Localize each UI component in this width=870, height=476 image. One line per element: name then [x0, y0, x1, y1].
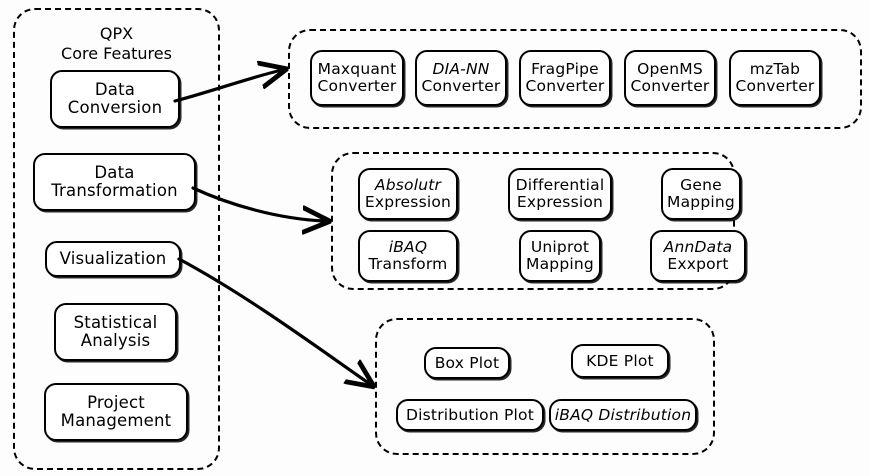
title-line-1: QPX	[99, 24, 134, 43]
node-differential-expression[interactable]: Differential Expression	[508, 168, 612, 220]
node-line-1: AnnData	[663, 237, 733, 256]
node-gene-mapping[interactable]: Gene Mapping	[661, 168, 741, 220]
plots-cluster	[375, 318, 715, 455]
node-line-2: Mapping	[667, 193, 735, 211]
node-line-2: Expression	[364, 193, 452, 211]
node-line-2: Exxport	[667, 255, 729, 273]
node-label: Distribution Plot	[406, 405, 534, 424]
node-line-1: Gene	[680, 175, 722, 194]
node-line-2: Converter	[630, 77, 710, 95]
node-line-1: OpenMS	[637, 59, 703, 78]
title-line-2: Core Features	[61, 44, 172, 64]
node-line-2: Management	[60, 411, 172, 430]
node-data-conversion[interactable]: Data Conversion	[50, 70, 180, 128]
node-data-transformation[interactable]: Data Transformation	[33, 153, 196, 211]
node-mztab-converter[interactable]: mzTab Converter	[729, 50, 821, 106]
node-line-1: Differential	[515, 175, 605, 194]
node-line-1: Data	[94, 79, 136, 99]
node-ibaq-distribution[interactable]: iBAQ Distribution	[549, 399, 697, 431]
node-box-plot[interactable]: Box Plot	[424, 347, 510, 379]
node-line-1: Visualization	[59, 249, 167, 269]
node-label: KDE Plot	[586, 351, 654, 370]
node-line-2: Converter	[525, 77, 605, 95]
node-anndata-exxport[interactable]: AnnData Exxport	[650, 230, 746, 282]
node-line-2: Expression	[516, 193, 604, 211]
node-line-2: Converter	[735, 77, 815, 95]
node-line-2: Transformation	[51, 181, 178, 200]
node-line-1: Statistical	[73, 312, 158, 332]
node-dia-nn-converter[interactable]: DIA-NN Converter	[415, 50, 507, 106]
node-project-management[interactable]: Project Management	[44, 383, 188, 441]
node-line-2: Transform	[368, 255, 448, 273]
node-fragpipe-converter[interactable]: FragPipe Converter	[519, 50, 611, 106]
node-absolutr-expression[interactable]: Absolutr Expression	[358, 168, 458, 220]
node-line-1: DIA-NN	[432, 59, 490, 78]
node-line-2: Conversion	[67, 98, 163, 117]
node-ibaq-transform[interactable]: iBAQ Transform	[358, 230, 458, 282]
node-label: iBAQ Distribution	[554, 405, 692, 424]
node-statistical-analysis[interactable]: Statistical Analysis	[54, 303, 177, 361]
node-line-2: Converter	[421, 77, 501, 95]
node-line-1: mzTab	[749, 59, 801, 78]
node-visualization[interactable]: Visualization	[45, 241, 181, 277]
node-label: Box Plot	[434, 353, 500, 372]
node-line-1: Project	[87, 392, 145, 412]
node-line-2: Analysis	[80, 331, 151, 350]
core-features-cluster	[13, 8, 220, 470]
core-features-title: QPX Core Features	[13, 24, 220, 65]
node-line-2: Mapping	[526, 255, 594, 273]
node-line-1: Uniprot	[530, 237, 590, 256]
node-uniprot-mapping[interactable]: Uniprot Mapping	[519, 230, 601, 282]
node-maxquant-converter[interactable]: Maxquant Converter	[310, 50, 404, 106]
node-distribution-plot[interactable]: Distribution Plot	[396, 399, 544, 431]
node-line-1: Maxquant	[317, 59, 397, 78]
node-line-1: iBAQ	[388, 237, 428, 256]
node-openms-converter[interactable]: OpenMS Converter	[624, 50, 716, 106]
node-line-1: Absolutr	[374, 175, 442, 194]
node-kde-plot[interactable]: KDE Plot	[571, 344, 669, 378]
node-line-1: Data	[94, 162, 135, 182]
node-line-1: FragPipe	[531, 59, 599, 78]
node-line-2: Converter	[317, 77, 397, 95]
